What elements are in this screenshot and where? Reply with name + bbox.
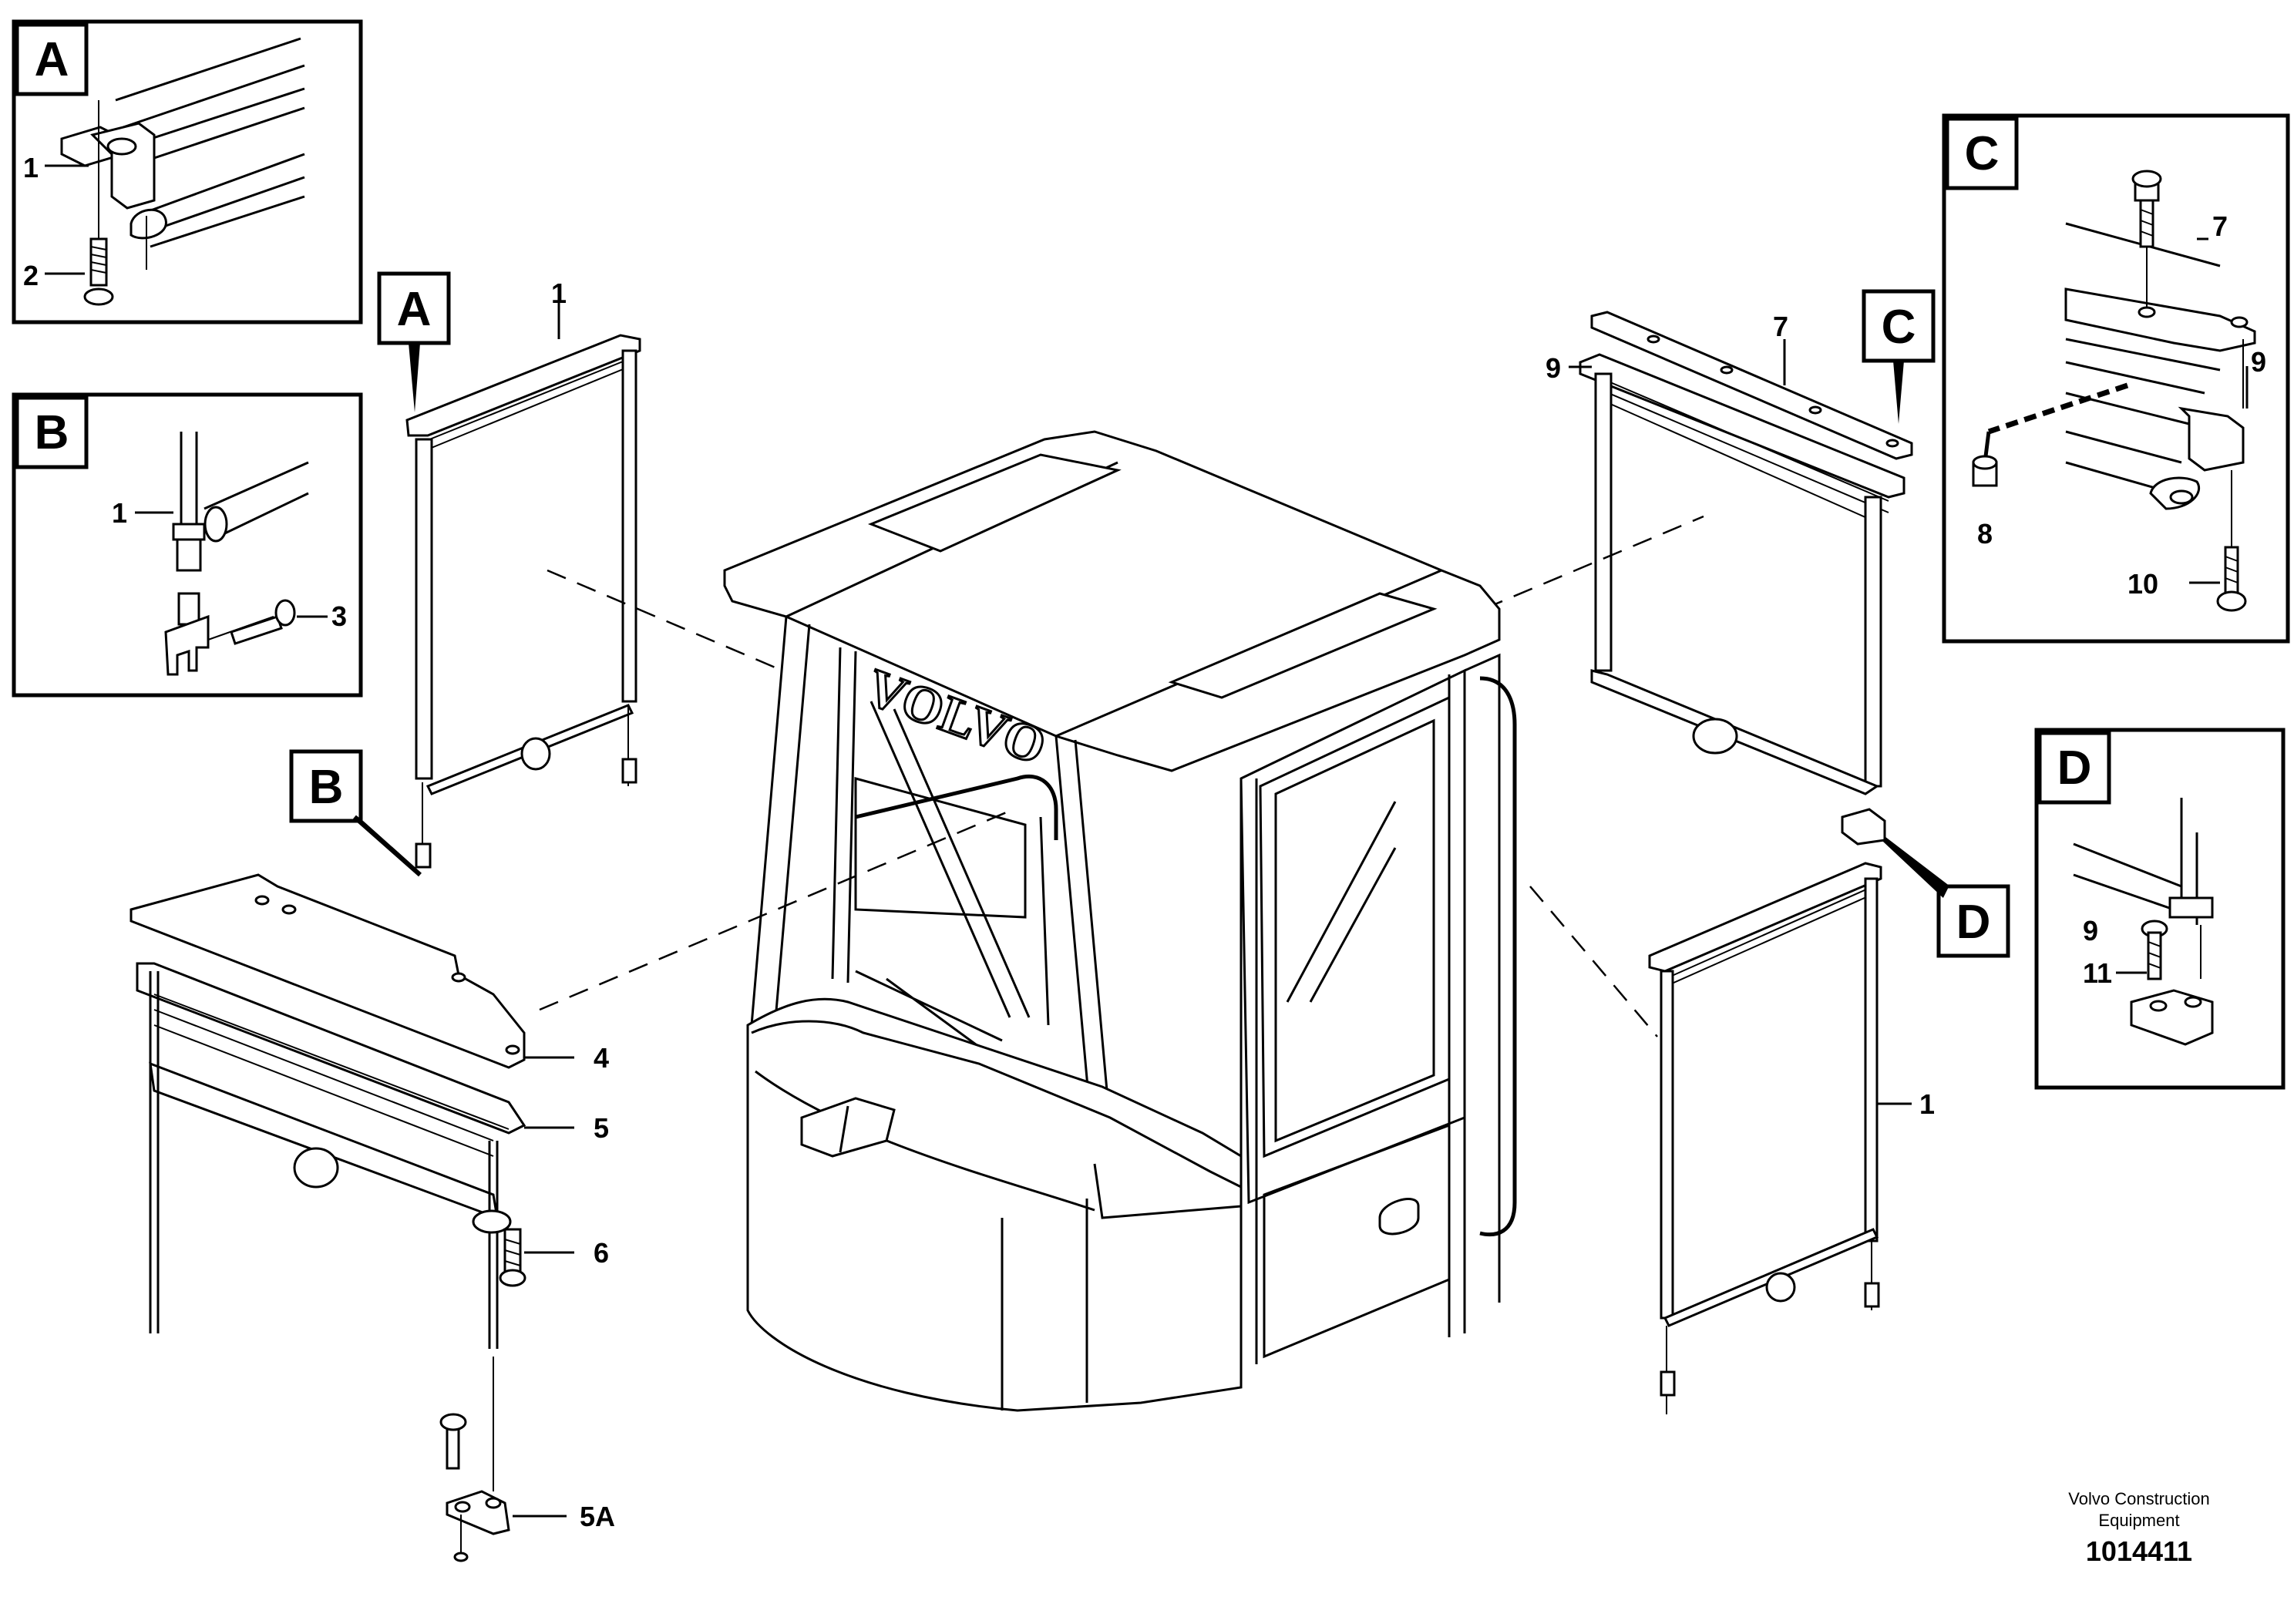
callout-d-11: 11 bbox=[2083, 957, 2112, 989]
svg-text:B: B bbox=[309, 761, 344, 814]
callout-d-9: 9 bbox=[2083, 915, 2098, 946]
detail-box-c: C 7 9 8 10 bbox=[1942, 113, 2290, 644]
svg-text:C: C bbox=[1882, 301, 1916, 354]
credit-line-1: Volvo Construction bbox=[2068, 1489, 2209, 1508]
flag-a: A bbox=[377, 271, 451, 412]
detail-box-d-label bbox=[2037, 731, 2111, 805]
detail-box-d-letter: D bbox=[2057, 741, 2092, 795]
sunblind-right-lower: 1 bbox=[1648, 862, 1935, 1414]
detail-box-c-letter: C bbox=[1965, 127, 2000, 180]
callout-b-1: 1 bbox=[112, 497, 127, 529]
flag-c: C bbox=[1862, 289, 1936, 424]
callout-b-3: 3 bbox=[331, 600, 347, 632]
sunblind-left-lower: 4 5 6 5A bbox=[130, 873, 615, 1562]
callout-c-7: 7 bbox=[2212, 210, 2228, 242]
callout-main-1-right: 1 bbox=[1919, 1088, 1935, 1120]
cab-body: VOLVO bbox=[723, 430, 1517, 1412]
detail-box-a: A 1 2 bbox=[12, 19, 363, 324]
assembly-lines bbox=[539, 515, 1704, 1037]
sunblind-left-upper: 1 bbox=[405, 277, 641, 869]
callout-main-9: 9 bbox=[1546, 352, 1561, 384]
callout-main-7: 7 bbox=[1773, 311, 1788, 342]
callout-main-4: 4 bbox=[594, 1042, 609, 1074]
detail-box-b-label bbox=[15, 395, 89, 469]
flag-b: B bbox=[289, 749, 422, 877]
part-number: 1014411 bbox=[2086, 1535, 2192, 1567]
flag-d: D bbox=[1879, 834, 2010, 958]
callout-main-1-left: 1 bbox=[551, 277, 567, 309]
callout-main-5a: 5A bbox=[580, 1501, 615, 1532]
credit-line-2: Equipment bbox=[2098, 1511, 2179, 1530]
callout-c-9: 9 bbox=[2251, 346, 2266, 378]
detail-box-a-letter: A bbox=[35, 33, 69, 86]
sunblind-right-upper: 9 7 bbox=[1546, 311, 1913, 846]
detail-box-a-label bbox=[15, 22, 89, 96]
detail-box-b: B 1 3 bbox=[12, 392, 363, 698]
callout-a-2: 2 bbox=[23, 260, 39, 291]
detail-box-c-label bbox=[1945, 116, 2019, 190]
svg-text:A: A bbox=[397, 283, 432, 336]
callout-main-5: 5 bbox=[594, 1112, 609, 1144]
callout-c-10: 10 bbox=[2128, 568, 2158, 600]
callout-a-1: 1 bbox=[23, 152, 39, 183]
credit-block: Volvo Construction Equipment 1014411 bbox=[2068, 1489, 2209, 1567]
detail-box-b-letter: B bbox=[35, 406, 69, 459]
callout-c-8: 8 bbox=[1977, 518, 1993, 550]
svg-text:D: D bbox=[1956, 896, 1991, 949]
detail-box-d: D 9 11 bbox=[2034, 728, 2286, 1090]
callout-main-6: 6 bbox=[594, 1237, 609, 1269]
